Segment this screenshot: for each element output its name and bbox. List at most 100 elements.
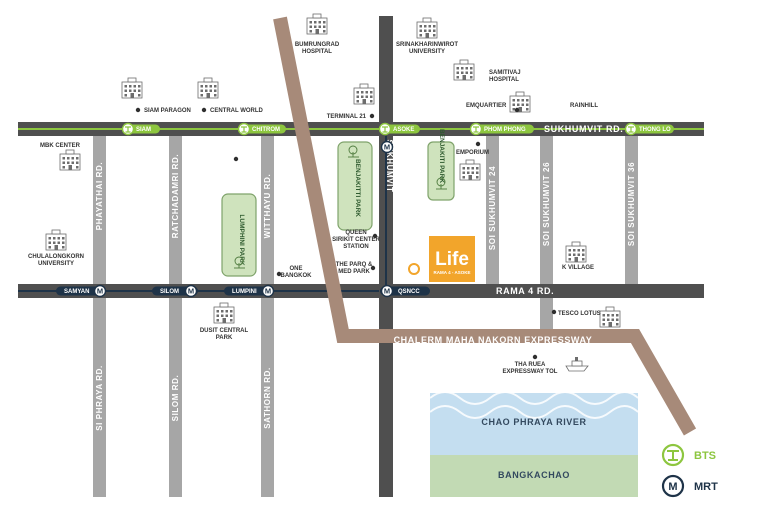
- emporium-icon: [459, 159, 481, 181]
- ship-icon: [565, 356, 589, 372]
- road-witthayu[interactable]: [261, 136, 274, 497]
- svg-text:THONG LO: THONG LO: [639, 127, 671, 133]
- road-soi-24[interactable]: [486, 136, 499, 284]
- asoke-road-label: SUKHUMVIT: [385, 140, 394, 193]
- bts-station-asoke[interactable]: ASOKE: [378, 122, 421, 136]
- bts-icon: [121, 122, 135, 136]
- mrt-icon: [380, 284, 394, 298]
- road-soi-36[interactable]: [625, 136, 638, 284]
- road-ratchadamri[interactable]: [169, 136, 182, 497]
- the-parq-label: THE PARQ &MED PARK: [336, 262, 373, 275]
- mrt-station-lumpini[interactable]: LUMPINI: [224, 284, 275, 298]
- sathorn-label: SATHORN RD.: [263, 367, 272, 429]
- mrt-station-silom[interactable]: SILOM: [152, 284, 198, 298]
- dusit-icon: [213, 302, 235, 324]
- bts-station-chitrom[interactable]: CHITROM: [237, 122, 287, 136]
- svg-text:PHOM PHONG: PHOM PHONG: [484, 127, 526, 133]
- soi24-label: SOI SUKHUMVIT 24: [488, 166, 497, 250]
- bts-station-thong-lo[interactable]: THONG LO: [624, 122, 675, 136]
- lumphini-park[interactable]: [221, 193, 257, 277]
- bts-line: [18, 128, 704, 130]
- svg-text:M: M: [668, 481, 677, 493]
- siphraya-label: SI PHRAYA RD.: [95, 365, 104, 431]
- legend-mrt: M MRT: [661, 474, 718, 498]
- soi26-label: SOI SUKHUMVIT 26: [542, 162, 551, 246]
- mrt-station-qsncc[interactable]: QSNCC: [380, 284, 430, 298]
- project-marker[interactable]: Life RAMA 4 - ASOKE: [408, 236, 475, 282]
- terminal21-icon: [353, 83, 375, 105]
- project-logo-box: [429, 236, 475, 282]
- soi36-label: SOI SUKHUMVIT 36: [627, 162, 636, 246]
- srinakharinwirot-icon: [416, 17, 438, 39]
- bts-icon: [624, 122, 638, 136]
- bangkachao-label: BANGKACHAO: [498, 470, 570, 480]
- road-soi-26[interactable]: [540, 136, 553, 332]
- benjakitti-park-label: BENJAKITTI PARK: [354, 159, 361, 217]
- project-location-ring: [408, 263, 420, 275]
- expressway-label: CHALERM MAHA NAKORN EXPRESSWAY: [394, 335, 593, 345]
- legend: BTS M MRT: [661, 443, 718, 498]
- benjakiti-small-park-label: BENJAKITI PARK: [438, 129, 445, 183]
- expressway-line: [273, 16, 697, 436]
- bts-icon: [237, 122, 251, 136]
- bumrungrad-icon: [306, 13, 328, 35]
- river-waves: [429, 391, 639, 419]
- rama4-label: RAMA 4 RD.: [496, 286, 554, 296]
- emquartier-label: EMQUARTIER: [466, 103, 507, 109]
- benjakitti-park[interactable]: [337, 141, 373, 231]
- mrt-line: [18, 290, 408, 292]
- bts-station-phrom-phong[interactable]: PHOM PHONG: [469, 122, 535, 136]
- mrt-icon: [380, 140, 394, 154]
- bts-station-siam[interactable]: SIAM: [121, 122, 161, 136]
- lumphini-park-label: LUMPHINI PARK: [238, 214, 245, 265]
- emquartier-icon: [509, 91, 531, 113]
- siam-paragon-icon: [121, 77, 143, 99]
- project-brand: Life: [435, 249, 469, 270]
- mbk-icon: [59, 149, 81, 171]
- siam-paragon-label: SIAM PARAGON: [144, 108, 191, 114]
- svg-text:SILOM: SILOM: [160, 289, 179, 295]
- svg-text:SAMYAN: SAMYAN: [64, 289, 89, 295]
- tesco-label: TESCO LOTUS: [558, 311, 601, 317]
- ratchadamri-label: RATCHADAMRI RD.: [171, 154, 180, 238]
- witthayu-label: WITTHAYU RD.: [263, 174, 272, 239]
- mbk-label: MBK CENTER: [40, 143, 81, 149]
- mrt-icon: [93, 284, 107, 298]
- svg-text:SIAM: SIAM: [136, 127, 151, 133]
- tesco-icon: [599, 306, 621, 328]
- mrt-station-samyan[interactable]: SAMYAN: [56, 284, 107, 298]
- chulalongkorn-icon: [45, 229, 67, 251]
- mrt-icon: [184, 284, 198, 298]
- phayathai-label: PHAYATHAI RD.: [95, 162, 104, 230]
- benjakiti-small-park[interactable]: [427, 141, 455, 201]
- central-world-label: CENTRAL WORLD: [210, 108, 264, 114]
- bts-icon: [378, 122, 392, 136]
- svg-text:ASOKE: ASOKE: [393, 127, 414, 133]
- mrt-station-sukhumvit[interactable]: [380, 140, 394, 154]
- road-phayathai[interactable]: [93, 136, 106, 497]
- legend-bts-label: BTS: [694, 450, 716, 462]
- project-sub: RAMA 4 - ASOKE: [434, 270, 471, 275]
- bts-icon: [469, 122, 483, 136]
- k-village-icon: [565, 241, 587, 263]
- sukhumvit-label: SUKHUMVIT RD.: [544, 124, 623, 134]
- river-label: CHAO PHRAYA RIVER: [481, 417, 586, 427]
- silom-road-label: SILOM RD.: [171, 375, 180, 422]
- rainhill-label: RAINHILL: [570, 103, 598, 109]
- legend-mrt-label: MRT: [694, 481, 718, 493]
- emporium-label: EMPORIUM: [456, 150, 489, 156]
- legend-bts: BTS: [661, 443, 716, 467]
- samitivej-icon: [453, 59, 475, 81]
- side-roads: [93, 136, 638, 497]
- bangkachao-area: [430, 455, 638, 497]
